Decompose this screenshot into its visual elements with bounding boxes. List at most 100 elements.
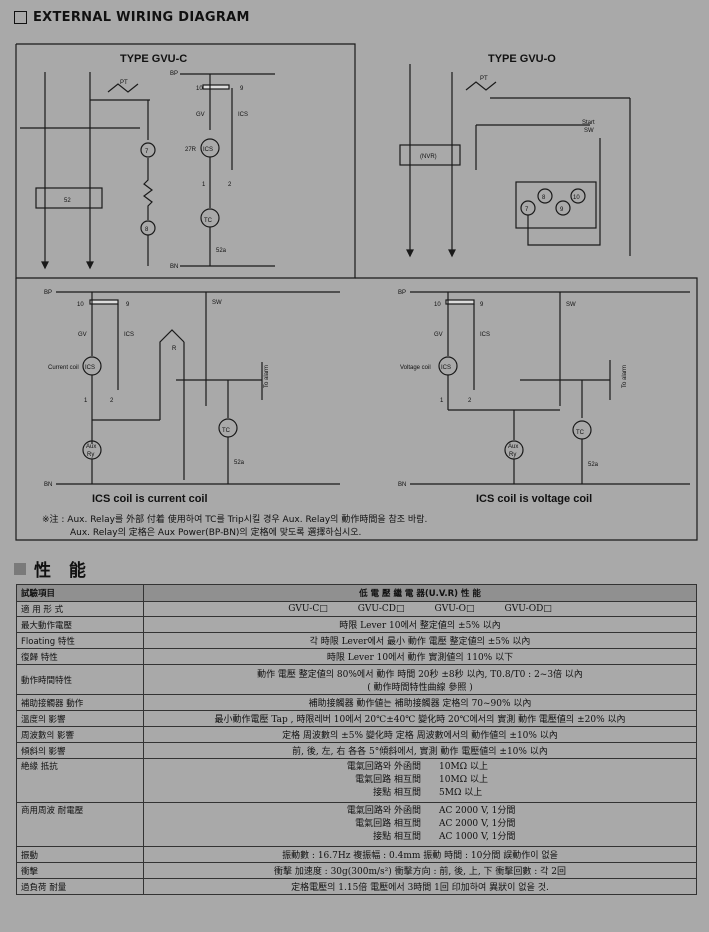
pair-value: AC 1000 V, 1分間 — [439, 832, 516, 842]
pair-line: 接點 相互間 AC 1000 V, 1分間 — [148, 831, 692, 844]
bn-label-br: BN — [398, 482, 406, 488]
table-row: 振動 振動數 : 16.7Hz 複振幅 : 0.4mm 振動 時間 : 10分間 … — [16, 846, 697, 863]
value-text: 振動數 : 16.7Hz 複振幅 : 0.4mm 振動 時間 : 10分間 誤動… — [282, 851, 558, 861]
value-text: 衝擊 加速度 : 30g(300m/s²) 衝擊方向 : 前, 後, 上, 下 … — [273, 867, 567, 877]
form-item: GVU-CD□ — [357, 604, 405, 614]
n2-label-bl: 2 — [110, 398, 114, 404]
n10-label-bl: 10 — [77, 302, 84, 308]
table-row: 動作時間特性動作 電壓 整定値의 80%에서 動作 時間 20秒 ±8秒 以內,… — [16, 664, 697, 695]
aux-label-br: Aux — [508, 444, 518, 450]
nvr-label: (NVR) — [420, 154, 437, 160]
table-row: 補助接觸器 動作補助接觸器 動作値는 補助接觸器 定格의 70~90% 以內 — [16, 694, 697, 711]
form-item: GVU-O□ — [434, 604, 475, 614]
pair-value: AC 2000 V, 1分間 — [439, 806, 516, 816]
pair-value: 5MΩ 以上 — [439, 788, 483, 798]
table-row: 最大動作電壓時限 Lever 10에서 整定値의 ±5% 以內 — [16, 616, 697, 633]
table-row: 溫度의 影響 最小動作電壓 Tap , 時限레버 10에서 20℃±40℃ 變化時… — [16, 710, 697, 727]
pair-key: 接點 相互間 — [373, 832, 421, 842]
type-o-title: TYPE GVU-O — [488, 53, 556, 65]
current-coil-label: Current coil — [48, 365, 79, 371]
table-row: 周波數의 影響 定格 周波數의 ±5% 變化時 定格 周波數에서의 動作値의 ±1… — [16, 726, 697, 743]
tc-label-br: TC — [576, 430, 585, 436]
row-value: GVU-C□GVU-CD□GVU-O□GVU-OD□ — [143, 601, 697, 617]
row-value: 前, 後, 左, 右 各各 5°傾斜에서, 實測 動作 電壓値의 ±10% 以內 — [143, 742, 697, 759]
row-value: 最小動作電壓 Tap , 時限레버 10에서 20℃±40℃ 變化時 20℃에서… — [143, 710, 697, 727]
frame-type-c — [15, 43, 356, 279]
row-label: 振動 — [16, 846, 144, 863]
bn-label-bl: BN — [44, 482, 52, 488]
table-row: 傾斜의 影響前, 後, 左, 右 各各 5°傾斜에서, 實測 動作 電壓値의 ±… — [16, 742, 697, 759]
r-label-bl: R — [172, 346, 177, 352]
row-label: 絶緣 抵抗 — [16, 758, 144, 803]
checkbox-square-icon — [14, 11, 27, 24]
value-text: 最小動作電壓 Tap , 時限레버 10에서 20℃±40℃ 變化時 20℃에서… — [214, 715, 626, 725]
header-item: 試驗項目 — [16, 584, 144, 602]
pt-label-o: PT — [480, 76, 488, 82]
ics-contact-label-bl: ICS — [124, 332, 134, 338]
pair-key: 電氣回路와 外函間 — [346, 762, 421, 772]
row-label: 商用周波 耐電壓 — [16, 802, 144, 847]
ics-contact-label-c: ICS — [238, 112, 248, 118]
row-label: 溫度의 影響 — [16, 710, 144, 727]
value-text: 時限 Lever 10에서 動作 實測値의 110% 以下 — [326, 653, 514, 663]
wiring-diagram: TYPE GVU-C BP PT 7 8 52 10 9 GV ICS ICS … — [15, 43, 698, 541]
sw-label-bl: SW — [212, 300, 222, 306]
section-title: EXTERNAL WIRING DIAGRAM — [14, 10, 250, 25]
n10-label-c: 10 — [196, 86, 203, 92]
pair-key: 電氣回路 相互間 — [355, 775, 421, 785]
gv-label-c: GV — [196, 112, 205, 118]
r27-label: 27R — [185, 147, 197, 153]
value-text: 前, 後, 左, 右 各各 5°傾斜에서, 實測 動作 電壓値의 ±10% 以內 — [292, 747, 548, 757]
value-text: 動作 電壓 整定値의 80%에서 動作 時間 20秒 ±8秒 以內, T0.8/… — [257, 669, 583, 680]
n2-label-c: 2 — [228, 182, 232, 188]
n52a-label-br: 52a — [588, 462, 599, 468]
table-row: 過負荷 耐量定格電壓의 1.15倍 電壓에서 3時間 1回 印加하여 異狀이 없… — [16, 878, 697, 895]
performance-title: 性 能 — [14, 556, 92, 581]
pair-key: 電氣回路 相互間 — [355, 819, 421, 829]
row-label: 衝擊 — [16, 862, 144, 879]
n1-label-bl: 1 — [84, 398, 88, 404]
pair-key: 接點 相互間 — [373, 788, 421, 798]
value-text: 각 時限 Lever에서 最小 動作 電壓 整定値의 ±5% 以內 — [309, 637, 531, 647]
form-item: GVU-OD□ — [504, 604, 552, 614]
row-label: 最大動作電壓 — [16, 616, 144, 633]
start-label: Start — [582, 120, 595, 126]
value-text: 定格電壓의 1.15倍 電壓에서 3時間 1回 印加하여 異狀이 없을 것. — [291, 883, 549, 893]
row-label: 周波數의 影響 — [16, 726, 144, 743]
ry-label-bl: Ry — [87, 452, 94, 458]
sw-label-br: SW — [566, 302, 576, 308]
value-text: 定格 周波數의 ±5% 變化時 定格 周波數에서의 動作値의 ±10% 以內 — [282, 731, 558, 741]
pair-line: 電氣回路와 外函間 AC 2000 V, 1分間 — [148, 805, 692, 818]
bp-label: BP — [170, 71, 178, 77]
terminal-8-o: 8 — [542, 195, 546, 201]
value-text-2: ( 動作時間特性曲線 參照 ) — [367, 682, 473, 693]
row-value: 衝擊 加速度 : 30g(300m/s²) 衝擊方向 : 前, 後, 上, 下 … — [143, 862, 697, 879]
table-header-row: 試驗項目 低 電 壓 繼 電 器(U.V.R) 性 能 — [16, 584, 697, 602]
n52a-label-bl: 52a — [234, 460, 245, 466]
row-label: 復歸 特性 — [16, 648, 144, 665]
row-value: 定格 周波數의 ±5% 變化時 定格 周波數에서의 動作値의 ±10% 以內 — [143, 726, 697, 743]
table-row: 衝擊 衝擊 加速度 : 30g(300m/s²) 衝擊方向 : 前, 後, 上, … — [16, 862, 697, 879]
current-coil-caption: ICS coil is current coil — [92, 493, 208, 505]
pair-key: 電氣回路와 外函間 — [346, 806, 421, 816]
row-value: 補助接觸器 動作値는 補助接觸器 定格의 70~90% 以內 — [143, 694, 697, 711]
tc-label-bl: TC — [222, 428, 231, 434]
row-value: 時限 Lever 10에서 動作 實測値의 110% 以下 — [143, 648, 697, 665]
ry-label-br: Ry — [509, 452, 516, 458]
note-line-1: ※注 : Aux. Relay를 外部 付着 使用하여 TC를 Trip시킬 경… — [42, 515, 428, 525]
n1-label-br: 1 — [440, 398, 444, 404]
n9-label-bl: 9 — [126, 302, 130, 308]
bp-label-bl: BP — [44, 290, 52, 296]
terminal-8: 8 — [145, 227, 149, 233]
to-alarm-label-br: To alarm — [622, 365, 628, 388]
ics-coil-label-c: ICS — [203, 147, 213, 153]
table-row: 復歸 特性 時限 Lever 10에서 動作 實測値의 110% 以下 — [16, 648, 697, 665]
row-label: 補助接觸器 動作 — [16, 694, 144, 711]
